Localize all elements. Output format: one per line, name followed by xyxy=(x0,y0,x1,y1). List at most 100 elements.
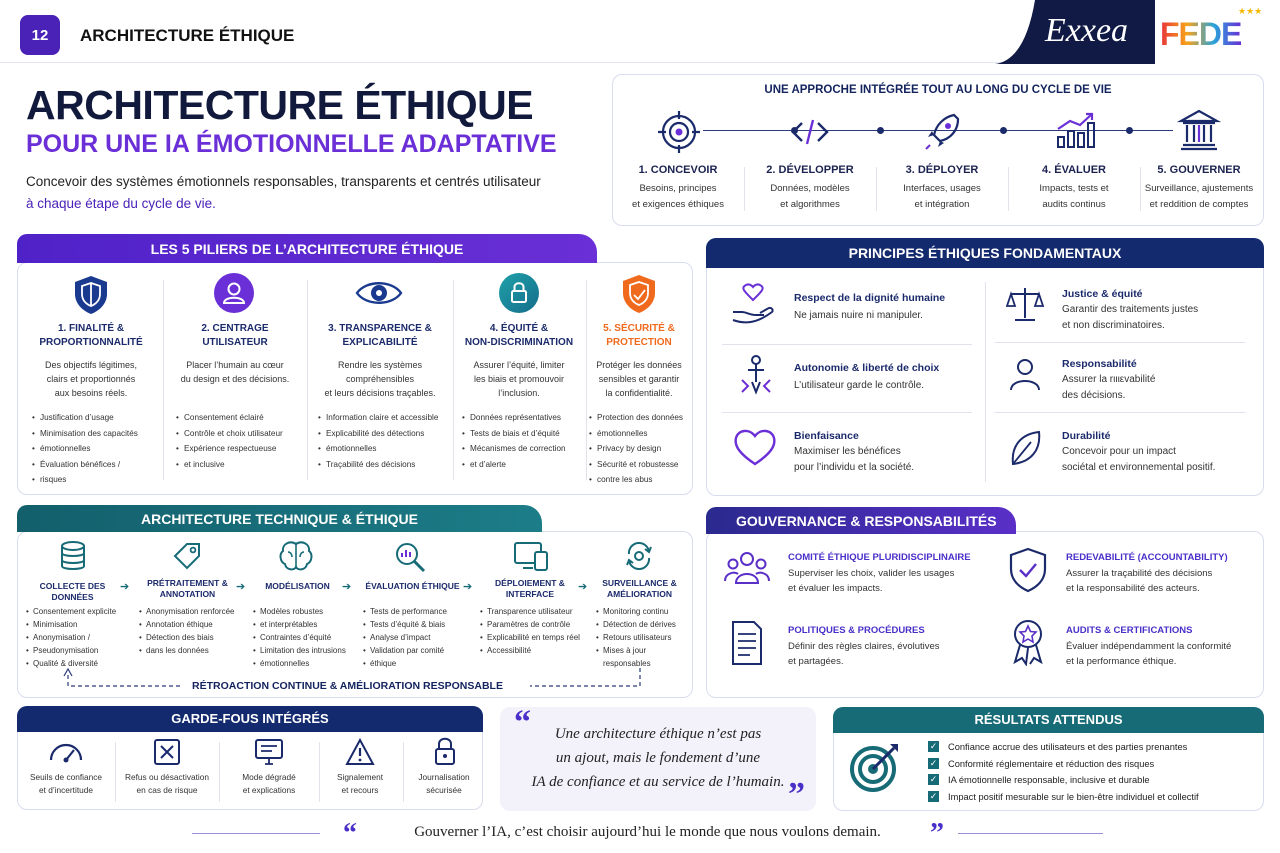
principle-desc: et non discriminatoires. xyxy=(1062,320,1165,331)
gov-desc: Évaluer indépendamment la conformité xyxy=(1066,641,1232,652)
shield-check-icon xyxy=(1009,547,1047,593)
rocket-icon xyxy=(925,113,960,150)
safeguard-refus: Refus ou désactivation en cas de risque xyxy=(117,736,217,806)
target-arrow-icon xyxy=(850,744,898,792)
pillar-desc: Placer l’humain au cœur xyxy=(186,360,284,370)
bullet: Explicabilité des détections xyxy=(318,426,452,442)
bullet: Qualité & diversité xyxy=(26,657,126,670)
bullet: Anonymisation renforcée xyxy=(139,605,241,618)
shield-icon xyxy=(75,276,107,314)
tech-stage-modelisation: MODÉLISATION Modèles robustes et interpr… xyxy=(245,538,351,670)
principle-autonomie: Autonomie & liberté de choix L’utilisate… xyxy=(720,350,980,410)
pillar-desc: et leurs décisions traçables. xyxy=(324,388,436,398)
bullet: Mécanismes de correction xyxy=(462,441,584,457)
principle-desc: Garantir des traitements justes xyxy=(1062,304,1199,315)
gov-title: AUDITS & CERTIFICATIONS xyxy=(1066,625,1193,636)
bullet: Pseudonymisation xyxy=(26,644,126,657)
pillar-desc: du design et des décisions. xyxy=(180,374,290,384)
principle-title: Durabilité xyxy=(1062,430,1111,442)
principle-responsabilite: Responsabilité Assurer la rιιιεvabilité … xyxy=(995,350,1255,410)
principle-desc: pour l’individu et la société. xyxy=(794,462,915,473)
pillar-desc: sensibles et garantir xyxy=(598,374,680,384)
principle-title: Responsabilité xyxy=(1062,358,1137,370)
gov-desc: et la performance éthique. xyxy=(1066,656,1177,667)
safeguard-label: et explications xyxy=(242,785,296,795)
step-desc: Surveillance, ajustements xyxy=(1144,183,1254,194)
tech-stage-title: AMÉLIORATION xyxy=(606,589,672,599)
lock-icon xyxy=(435,737,455,765)
tech-stage-title: DÉPLOIEMENT & xyxy=(495,578,565,588)
person-arrows-icon xyxy=(741,355,771,395)
footer-open-quote-icon: “ xyxy=(343,818,357,849)
footer-close-quote-icon: ” xyxy=(930,818,944,849)
checkbox-checked-icon: ✓ xyxy=(928,774,939,785)
tech-stage-title: ÉVALUATION ÉTHIQUE xyxy=(365,581,460,591)
divider xyxy=(1008,167,1009,211)
tech-stage-title: COLLECTE DES DONNÉES xyxy=(39,581,106,602)
result-text: IA émotionnelle responsable, inclusive e… xyxy=(948,775,1150,785)
result-item: ✓Confiance accrue des utilisateurs et de… xyxy=(928,740,1258,757)
bullet: Contraintes d’équité xyxy=(253,631,351,644)
page-number-badge: 12 xyxy=(20,15,60,55)
fede-logo: FEDE xyxy=(1160,16,1242,52)
quote-card xyxy=(500,707,816,811)
pillar-bullets: Données représentatives Tests de biais e… xyxy=(462,410,584,472)
divider xyxy=(995,412,1245,413)
pillar-title: NON-DISCRIMINATION xyxy=(464,337,574,348)
gov-desc: Définir des règles claires, évolutives xyxy=(788,641,940,652)
database-icon xyxy=(61,541,85,570)
pillar-desc: Des objectifs légitimes, xyxy=(44,360,138,370)
result-item: ✓ IA émotionnelle responsable, inclusive … xyxy=(928,773,1258,790)
pillar-bullets: Information claire et accessible Explica… xyxy=(318,410,452,472)
pillar-title: 3. TRANSPARENCE & xyxy=(328,323,432,334)
step-title: 3. DÉPLOYER xyxy=(905,164,979,176)
gov-desc: et partagées. xyxy=(788,656,844,667)
pillars-header: LES 5 PILIERS DE L’ARCHITECTURE ÉTHIQUE xyxy=(17,234,597,263)
divider xyxy=(307,280,308,480)
bullet: Minimisation xyxy=(26,618,126,631)
tech-stage-bullets: Monitoring continu Détection de dérives … xyxy=(596,605,692,670)
tag-icon xyxy=(173,543,200,570)
institution-icon xyxy=(1177,109,1221,151)
bullet: Annotation éthique xyxy=(139,618,241,631)
tech-stage-bullets: Anonymisation renforcée Annotation éthiq… xyxy=(139,605,241,657)
intro-text-line1: Concevoir des systèmes émotionnels respo… xyxy=(26,174,541,189)
heart-icon xyxy=(734,429,776,466)
close-box-icon xyxy=(154,739,180,765)
bullet: dans les données xyxy=(139,644,241,657)
tech-stage-title: ANNOTATION xyxy=(159,589,216,599)
principle-title: Bienfaisance xyxy=(794,430,859,442)
open-quote-icon: “ xyxy=(514,704,531,741)
bullet: Consentement éclairé xyxy=(176,410,306,426)
bullet: Validation par comité xyxy=(363,644,470,657)
tech-stage-title: PRÉTRAITEMENT & xyxy=(147,578,228,588)
feedback-label: RÉTROACTION CONTINUE & AMÉLIORATION RESP… xyxy=(192,680,503,692)
lifecycle-step-deployer: 3. DÉPLOYER Interfaces, usages et intégr… xyxy=(877,105,1007,225)
document-icon xyxy=(732,621,762,665)
gov-desc: et la responsabilité des acteurs. xyxy=(1066,583,1200,594)
gov-audits: AUDITS & CERTIFICATIONS Évaluer indépend… xyxy=(1000,618,1262,678)
principle-desc: sociétal et environnemental positif. xyxy=(1062,462,1216,473)
bullet: Tests d’équité & biais xyxy=(363,618,470,631)
bullet: Tests de performance xyxy=(363,605,470,618)
connector-dot xyxy=(1126,127,1133,134)
bullet: Évaluation bénéfices / xyxy=(32,457,162,473)
step-title: 2. DÉVELOPPER xyxy=(766,164,854,176)
code-icon xyxy=(791,119,829,145)
pillar-transparence: 3. TRANSPARENCE & EXPLICABILITÉ Rendre l… xyxy=(308,268,452,493)
devices-icon xyxy=(514,542,548,571)
page-title: ARCHITECTURE ÉTHIQUE xyxy=(26,82,534,128)
bullet: Privacy by design xyxy=(589,441,691,457)
checkbox-checked-icon: ✓ xyxy=(928,757,939,769)
pillar-desc: Protéger les données xyxy=(596,360,682,370)
page-subtitle: POUR UNE IA ÉMOTIONNELLE ADAPTATIVE xyxy=(26,130,557,158)
safeguard-label: et d’incertitude xyxy=(39,785,93,795)
close-quote-icon: ” xyxy=(788,776,805,813)
brain-icon xyxy=(279,541,313,571)
tech-stage-bullets: Transparence utilisateur Paramètres de c… xyxy=(480,605,585,657)
arrow-right-icon: ➔ xyxy=(578,581,588,593)
quote-line2: un ajout, mais le fondement d’une xyxy=(555,750,761,766)
step-desc: Besoins, principes xyxy=(639,183,717,194)
lifecycle-connector xyxy=(703,130,1173,131)
pillar-title: UTILISATEUR xyxy=(202,337,268,348)
